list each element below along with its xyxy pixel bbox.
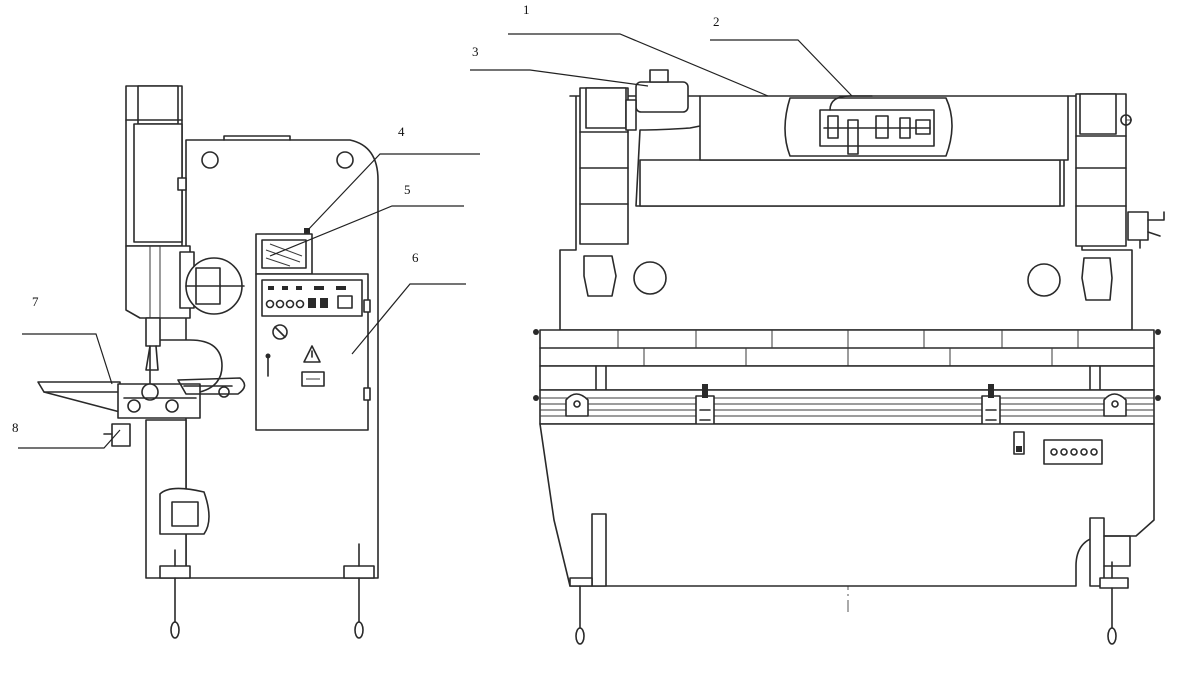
lower-bed <box>539 423 1155 587</box>
callout-labels: 1 2 3 4 5 6 7 8 <box>12 2 720 435</box>
push-button-panel <box>1043 439 1103 465</box>
leader-2 <box>710 39 853 97</box>
frame-hole-left <box>201 151 219 169</box>
cabinet-buttons <box>265 286 353 309</box>
callout-8: 8 <box>12 420 19 435</box>
callout-6: 6 <box>412 250 419 265</box>
callout-leaders <box>18 33 853 449</box>
leader-6 <box>351 283 466 355</box>
leader-4 <box>305 153 480 233</box>
leader-3 <box>470 69 649 87</box>
callout-4: 4 <box>398 124 405 139</box>
throat-right <box>1081 257 1113 301</box>
leader-1 <box>508 33 769 97</box>
clamp-right <box>1103 393 1127 417</box>
leader-7 <box>22 333 113 385</box>
oil-tank <box>635 81 689 113</box>
ram-beam-segments <box>617 330 1079 366</box>
lower-motor <box>159 487 210 535</box>
anchor-bolt-front-right <box>1099 561 1129 645</box>
throat-left <box>583 255 617 297</box>
front-support-arm <box>37 381 121 393</box>
frame-hole-front-right <box>1027 263 1061 297</box>
callout-2: 2 <box>713 14 720 29</box>
warning-triangle-icon <box>303 345 321 363</box>
main-switch-icon <box>272 324 288 340</box>
foot-right <box>343 543 375 639</box>
leader-8 <box>18 429 121 449</box>
callout-1: 1 <box>523 2 530 17</box>
frame-hole-right <box>336 151 354 169</box>
anchor-bolt-front-left <box>569 577 593 645</box>
side-view <box>37 85 379 639</box>
back-gauge-finger-right <box>981 384 1001 433</box>
frame-hole-front-left <box>633 261 667 295</box>
foot-switch <box>1013 431 1025 455</box>
cabinet-label-plate <box>301 371 325 387</box>
back-gauge-finger-left <box>695 384 715 433</box>
clamp-left <box>565 393 589 417</box>
foot-left <box>159 549 191 639</box>
front-view <box>533 69 1165 645</box>
ram <box>125 245 191 319</box>
tool-rail <box>539 389 1155 425</box>
valve-block <box>819 95 935 155</box>
leader-5 <box>269 205 464 257</box>
callout-3: 3 <box>472 44 479 59</box>
callout-5: 5 <box>404 182 411 197</box>
callout-7: 7 <box>32 294 39 309</box>
upper-beam <box>639 159 1061 207</box>
